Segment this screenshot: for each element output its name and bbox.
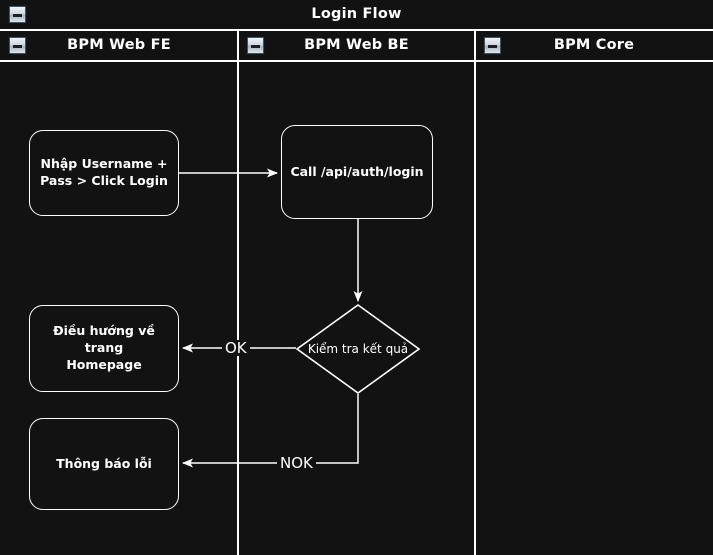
gateway-diamond-shape xyxy=(295,304,421,394)
task-call-login-api[interactable]: Call /api/auth/login xyxy=(281,125,433,219)
edge-gateway-nok-line xyxy=(182,394,359,468)
lane-header-bpm-core[interactable]: BPM Core xyxy=(475,31,713,62)
lane-be-label: BPM Web BE xyxy=(304,37,409,53)
task-input-credentials[interactable]: Nhập Username + Pass > Click Login xyxy=(29,130,179,216)
task-redirect-homepage[interactable]: Điều hướng về trang Homepage xyxy=(29,305,179,392)
edge-label-nok: NOK xyxy=(277,455,316,471)
pool-title-label: Login Flow xyxy=(311,6,402,22)
lane-core-label: BPM Core xyxy=(553,37,635,53)
lane-header-bpm-web-fe[interactable]: BPM Web FE xyxy=(0,31,238,62)
lane-separator-be-core xyxy=(474,31,476,555)
task-show-error[interactable]: Thông báo lỗi xyxy=(29,418,179,510)
pool-collapse-minus-icon[interactable] xyxy=(9,6,26,23)
pool-title-bar: Login Flow xyxy=(0,0,713,31)
gateway-check-result[interactable]: Kiểm tra kết quả xyxy=(295,303,421,395)
lane-be-collapse-minus-icon[interactable] xyxy=(247,37,264,54)
edge-label-ok: OK xyxy=(222,340,250,356)
lane-core-collapse-minus-icon[interactable] xyxy=(484,37,501,54)
lane-header-bpm-web-be[interactable]: BPM Web BE xyxy=(238,31,475,62)
lane-fe-collapse-minus-icon[interactable] xyxy=(9,37,26,54)
lane-fe-label: BPM Web FE xyxy=(67,37,171,53)
lane-separator-fe-be xyxy=(237,31,239,555)
